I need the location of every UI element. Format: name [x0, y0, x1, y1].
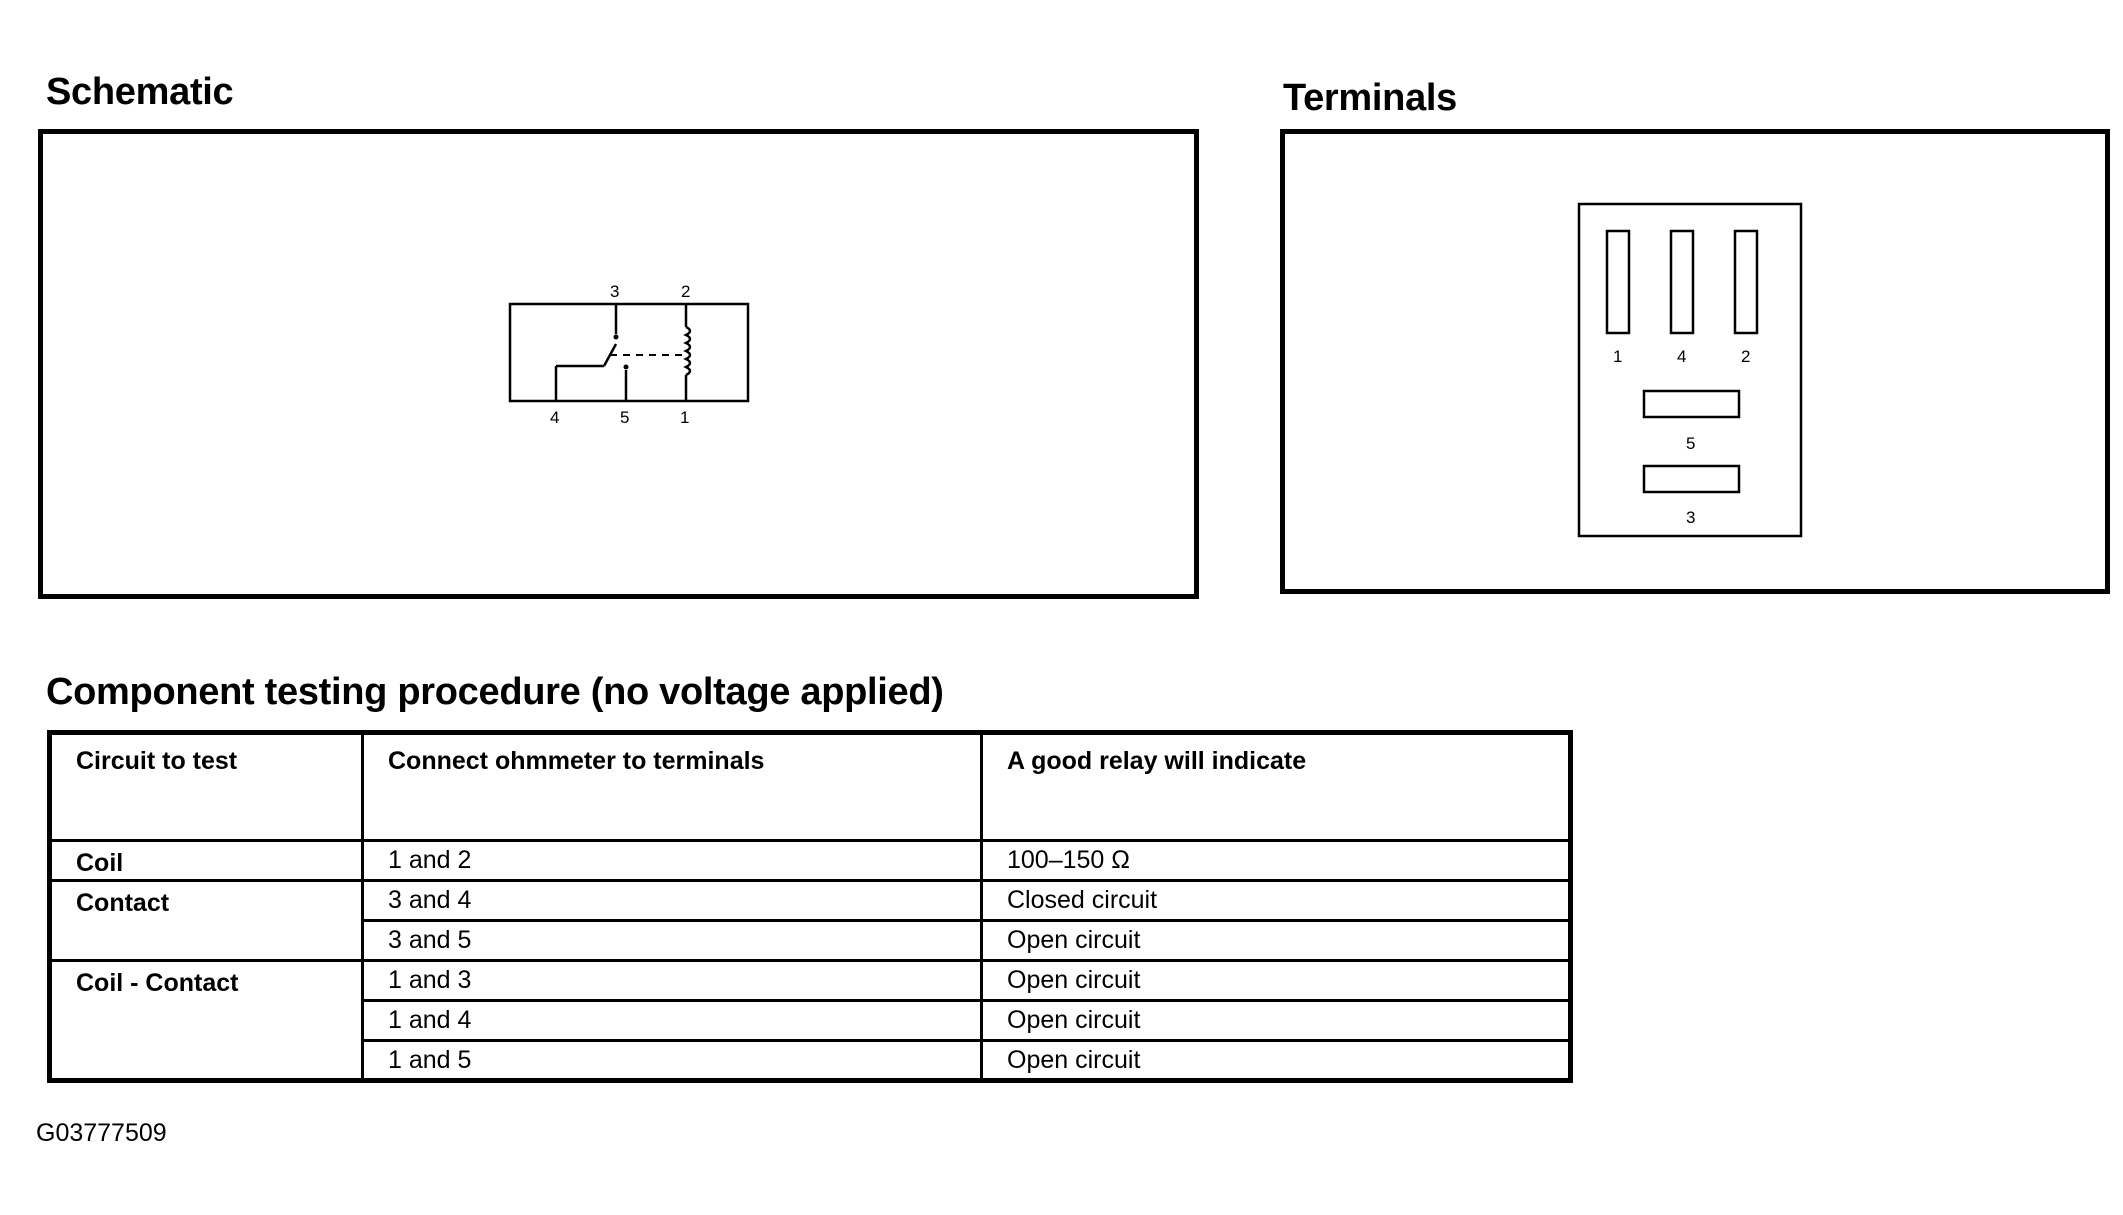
terminals-cell: 1 and 5 — [361, 1039, 983, 1082]
figure-id: G03777509 — [36, 1119, 167, 1147]
terminals-cell: 1 and 3 — [361, 959, 983, 1002]
terminals-cell: 1 and 2 — [361, 839, 983, 882]
indication-cell: Open circuit — [980, 919, 1572, 962]
terminals-cell: 3 and 5 — [361, 919, 983, 962]
header-terminals: Connect ohmmeter to terminals — [361, 731, 983, 842]
table-row: Coil - Contact 1 and 3 Open circuit — [48, 959, 1572, 1082]
circuit-cell: Contact — [48, 879, 364, 962]
schematic-panel: 3 2 4 5 1 — [38, 129, 1199, 599]
schematic-label-1: 1 — [680, 408, 689, 427]
coil-winding — [683, 325, 692, 377]
procedure-title: Component testing procedure (no voltage … — [46, 671, 944, 713]
header-indication: A good relay will indicate — [980, 731, 1572, 842]
indication-cell: Closed circuit — [980, 879, 1572, 922]
procedure-table: Circuit to test Connect ohmmeter to term… — [47, 730, 1573, 1083]
pin-label-4: 4 — [1677, 347, 1686, 366]
pin-3-blade — [1642, 464, 1741, 494]
table-header-row: Circuit to test Connect ohmmeter to term… — [48, 731, 1572, 842]
pin-2-blade — [1733, 229, 1759, 335]
pin-1-blade — [1605, 229, 1631, 335]
header-circuit: Circuit to test — [48, 731, 364, 842]
pin-5-blade — [1642, 389, 1741, 419]
indication-cell: Open circuit — [980, 999, 1572, 1042]
terminals-cell: 1 and 4 — [361, 999, 983, 1042]
indication-cell: Open circuit — [980, 959, 1572, 1002]
relay-base-outline — [1577, 202, 1803, 538]
indication-cell: Open circuit — [980, 1039, 1572, 1082]
pin-label-5: 5 — [1686, 434, 1695, 453]
indication-cell: 100–150 Ω — [980, 839, 1572, 882]
terminal-3-contact — [613, 334, 619, 340]
terminals-panel: 1 4 2 5 3 — [1280, 129, 2110, 594]
circuit-cell: Coil - Contact — [48, 959, 364, 1082]
table-row: 1 and 4 Open circuit — [50, 999, 1572, 1042]
schematic-title: Schematic — [46, 71, 234, 113]
table-row: 1 and 5 Open circuit — [50, 1039, 1572, 1082]
schematic-label-5: 5 — [620, 408, 629, 427]
relay-schematic: 3 2 4 5 1 — [508, 282, 750, 427]
schematic-label-3: 3 — [610, 282, 619, 301]
terminals-title: Terminals — [1283, 77, 1457, 119]
terminals-cell: 3 and 4 — [361, 879, 983, 922]
table-row: 3 and 5 Open circuit — [50, 919, 1572, 962]
pin-4-blade — [1669, 229, 1695, 335]
relay-body-outline — [508, 302, 750, 403]
table-row: Contact 3 and 4 Closed circuit — [48, 879, 1572, 962]
circuit-cell: Coil — [48, 839, 364, 882]
table-row: Coil 1 and 2 100–150 Ω — [48, 839, 1572, 882]
pin-label-2: 2 — [1741, 347, 1750, 366]
pin-label-3: 3 — [1686, 508, 1695, 527]
pin-label-1: 1 — [1613, 347, 1622, 366]
schematic-label-4: 4 — [550, 408, 559, 427]
schematic-label-2: 2 — [681, 282, 690, 301]
relay-terminal-layout: 1 4 2 5 3 — [1577, 202, 1803, 538]
terminal-5-contact — [623, 364, 629, 370]
